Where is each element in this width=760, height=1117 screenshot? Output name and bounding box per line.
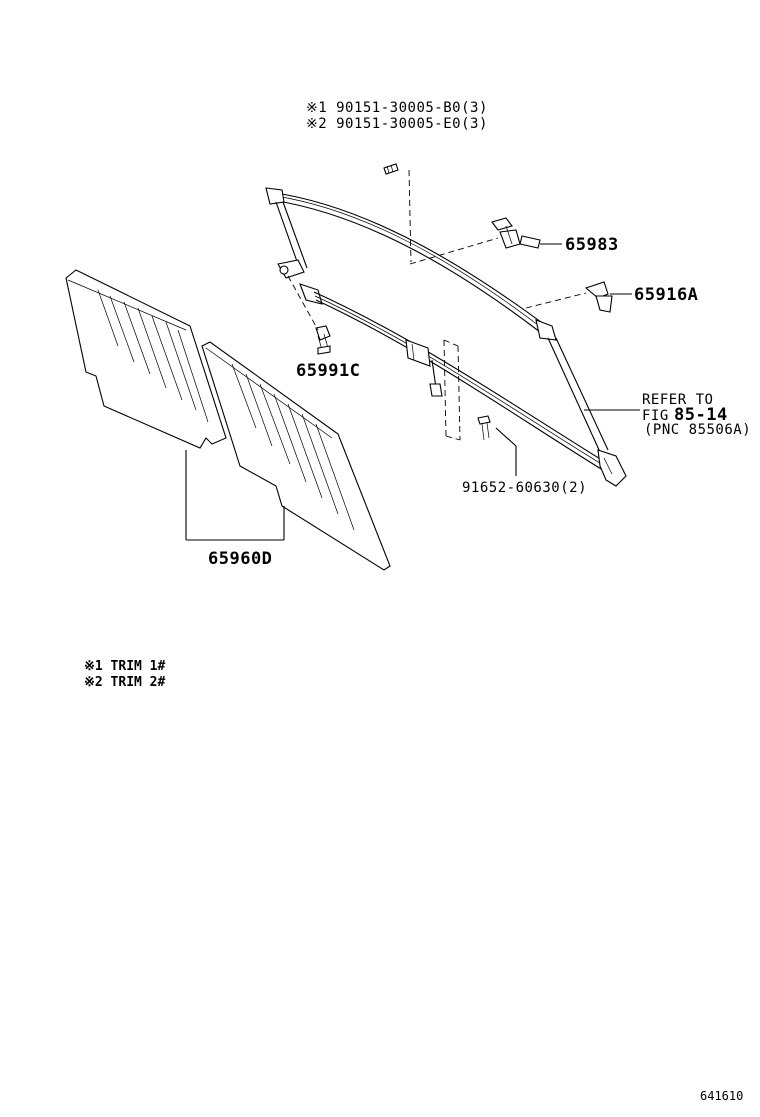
- label-refer-pnc: (PNC 85506A): [644, 422, 751, 438]
- corner-piece: [597, 449, 627, 487]
- label-65983: 65983: [565, 235, 619, 255]
- note-trim2: ※2 TRIM 2#: [84, 675, 166, 690]
- center-clip: [405, 339, 443, 397]
- leader-65960d: [185, 450, 285, 541]
- part-91652-screw[interactable]: [477, 415, 491, 441]
- label-refer-prefix: FIG: [642, 408, 669, 424]
- part-65983-clip[interactable]: [491, 217, 541, 249]
- lower-rail: [313, 291, 611, 473]
- glass-panel-left[interactable]: [65, 269, 227, 449]
- label-91652: 91652-60630(2): [462, 480, 587, 496]
- left-bracket: [277, 259, 323, 305]
- label-bolt-trim2: ※2 90151-30005-E0(3): [306, 116, 488, 132]
- part-65916a-bracket[interactable]: [584, 281, 613, 313]
- label-refer-line1: REFER TO: [642, 392, 713, 408]
- right-strut: [547, 337, 609, 453]
- upper-rail: [265, 187, 557, 341]
- glass-panel-right[interactable]: [201, 341, 391, 571]
- label-65960d: 65960D: [208, 549, 272, 569]
- label-65991c: 65991C: [296, 361, 360, 381]
- figure-id: 641610: [700, 1089, 743, 1103]
- label-65916a: 65916A: [634, 285, 698, 305]
- note-trim1: ※1 TRIM 1#: [84, 659, 166, 674]
- bolt-90151[interactable]: [383, 163, 399, 175]
- left-strut: [275, 201, 308, 271]
- label-bolt-trim1: ※1 90151-30005-B0(3): [306, 100, 488, 116]
- label-refer-fig: 85-14: [674, 405, 728, 425]
- dashed-locator-box: [443, 339, 461, 441]
- part-65991c-clip[interactable]: [315, 325, 331, 355]
